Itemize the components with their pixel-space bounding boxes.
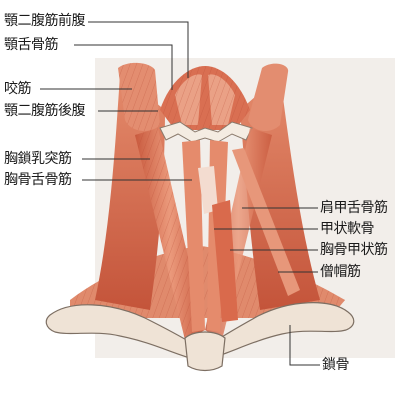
label-thyroid-cartilage: 甲状軟骨 xyxy=(320,221,375,237)
leader-clavicle xyxy=(289,325,320,366)
manubrium-bone xyxy=(184,331,226,372)
thyroid-cartilage xyxy=(198,166,218,214)
label-sternohyoid: 胸骨舌骨筋 xyxy=(4,172,72,188)
right-masseter-muscle xyxy=(248,63,289,132)
mylohyoid-fibers xyxy=(160,66,250,130)
hyoid-bone xyxy=(159,121,253,143)
label-sternocleidomastoid: 胸鎖乳突筋 xyxy=(4,151,72,167)
right-sternothyroid xyxy=(212,200,238,322)
left-masseter-fibers xyxy=(118,62,160,132)
label-sternothyroid: 胸骨甲状筋 xyxy=(320,242,388,258)
left-sternocleidomastoid-fibers xyxy=(135,128,205,340)
label-masseter: 咬筋 xyxy=(4,81,32,97)
label-trapezius: 僧帽筋 xyxy=(320,264,361,280)
right-clavicle xyxy=(213,302,355,357)
label-mylohyoid: 顎舌骨筋 xyxy=(4,37,59,53)
label-clavicle: 鎖骨 xyxy=(322,357,350,373)
left-clavicle xyxy=(45,304,196,359)
label-omohyoid: 肩甲舌骨筋 xyxy=(320,200,388,216)
label-digastric-anterior: 顎二腹筋前腹 xyxy=(4,13,86,29)
leader-lines xyxy=(40,21,320,366)
leader-mylohyoid xyxy=(74,44,173,90)
leader-digastric-anterior xyxy=(88,21,189,78)
left-sternohyoid xyxy=(182,140,205,332)
label-digastric-posterior: 顎二腹筋後腹 xyxy=(4,103,86,119)
right-omohyoid xyxy=(232,148,300,296)
